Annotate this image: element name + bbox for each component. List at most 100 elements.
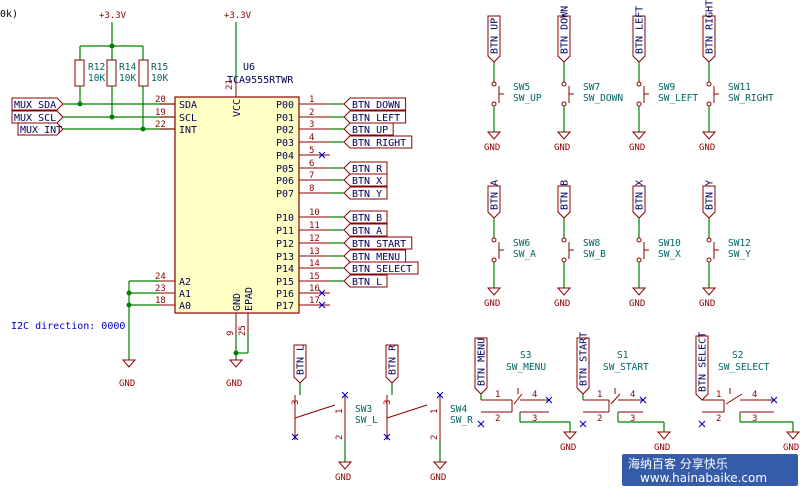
switch-ref: SW6: [513, 238, 530, 249]
net-label: [343, 135, 413, 149]
ic-part: TCA9555RTWR: [227, 75, 294, 86]
pin-number: 13: [309, 247, 320, 257]
junction-dot: [109, 43, 115, 49]
pin-number: 22: [155, 120, 166, 130]
switch-lever: [386, 404, 428, 419]
net-label-text: BTN_SELECT: [698, 332, 709, 392]
gnd-symbol: [486, 131, 502, 140]
ic-pin-label: P03: [276, 138, 294, 149]
pin-number: 20: [155, 95, 166, 105]
net-label: [702, 185, 716, 219]
switch-contact: [636, 257, 642, 263]
switch-value: SW_L: [355, 415, 378, 426]
net-label[interactable]: [11, 97, 64, 111]
ic-pin-label: A2: [179, 277, 191, 288]
net-label: [385, 344, 399, 384]
gnd-symbol: [556, 131, 572, 140]
ic-pin-label: P04: [276, 151, 294, 162]
ic-pin-label: P14: [276, 264, 294, 275]
gnd-symbol: [785, 431, 800, 440]
pin-number: 10: [309, 208, 320, 218]
net-label-text: BTN_Y: [705, 180, 716, 210]
net-label-text: BTN_MENU: [477, 338, 488, 386]
net-label-text: MUX_INT: [20, 125, 62, 136]
grid-switches: BTN_UPSW5SW_UPGNDBTN_DOWNSW7SW_DOWNGNDBT…: [484, 0, 774, 309]
switch-contact: [706, 237, 712, 243]
ic-pin-label: A0: [179, 301, 191, 312]
switch-lever: [513, 393, 523, 405]
pin-number: 1: [495, 390, 500, 400]
switch-value: SW_B: [583, 249, 606, 260]
pin-number: 2: [495, 414, 500, 424]
net-label: [632, 185, 646, 219]
resistor-ref: R14: [119, 62, 136, 73]
switch-ref: SW3: [355, 404, 372, 415]
pin-number: 8: [309, 184, 314, 194]
gnd-symbol: [121, 359, 137, 368]
gnd-label: GND: [699, 143, 715, 153]
switch-ref: SW7: [583, 82, 600, 93]
pin-number: 3: [752, 414, 757, 424]
ic-pin-label: P02: [276, 125, 294, 136]
net-label-text: BTN_DOWN: [352, 100, 400, 111]
switch-value: SW_UP: [513, 93, 542, 104]
switch-lever: [610, 393, 621, 405]
pin-number: 15: [309, 272, 320, 282]
pin-number: 9: [226, 331, 236, 336]
pin-number: 3: [532, 414, 537, 424]
switch-ref: SW5: [513, 82, 530, 93]
pin-number: 3: [383, 400, 393, 405]
corner-text: 0k): [0, 9, 18, 20]
net-label-text: BTN_B: [352, 213, 382, 224]
junction-dot: [109, 114, 115, 120]
net-label[interactable]: [11, 110, 64, 124]
net-label[interactable]: [17, 122, 64, 136]
junction-dot: [126, 290, 132, 296]
resistor-r14: [106, 59, 117, 87]
switch-value: SW_R: [450, 415, 473, 426]
ic-pin-label: P12: [276, 239, 294, 250]
net-label: [343, 97, 407, 111]
no-connect-mark: [639, 396, 647, 404]
switch-ref: SW12: [728, 238, 751, 249]
ic-pin-label: P11: [276, 226, 294, 237]
ic-pin-label: P16: [276, 289, 294, 300]
gnd-label: GND: [554, 143, 570, 153]
net-label: [557, 15, 571, 63]
ic-pin-label: P01: [276, 113, 294, 124]
gnd-symbol: [631, 287, 647, 296]
switch-contact: [706, 101, 712, 107]
pin-number: 2: [597, 414, 602, 424]
resistor-r12: [74, 59, 85, 87]
net-label: [343, 236, 413, 250]
switch-contact: [561, 257, 567, 263]
net-label-text: BTN_R: [352, 164, 383, 175]
switch-ref: S3: [520, 350, 531, 361]
pin-number: 21: [225, 79, 235, 90]
resistor-r15: [138, 59, 149, 87]
net-label: [487, 15, 501, 63]
switch-contact: [636, 237, 642, 243]
switch-ref: SW10: [658, 238, 681, 249]
gnd-symbol: [337, 461, 353, 470]
pin-number: 4: [752, 390, 757, 400]
pin-number: 2: [309, 108, 314, 118]
pin-number: 3: [630, 414, 635, 424]
switch-ref: SW4: [450, 404, 467, 415]
no-connect-mark: [477, 420, 485, 428]
net-label: [343, 261, 419, 275]
pin-number: 3: [309, 120, 314, 130]
net-label: [702, 15, 716, 63]
watermark-url: www.hainabaike.com: [640, 471, 767, 485]
no-connect-mark: [318, 289, 326, 297]
net-label-text: BTN_START: [579, 332, 590, 386]
no-connect-mark: [383, 433, 391, 441]
net-label-text: BTN_A: [352, 226, 382, 237]
